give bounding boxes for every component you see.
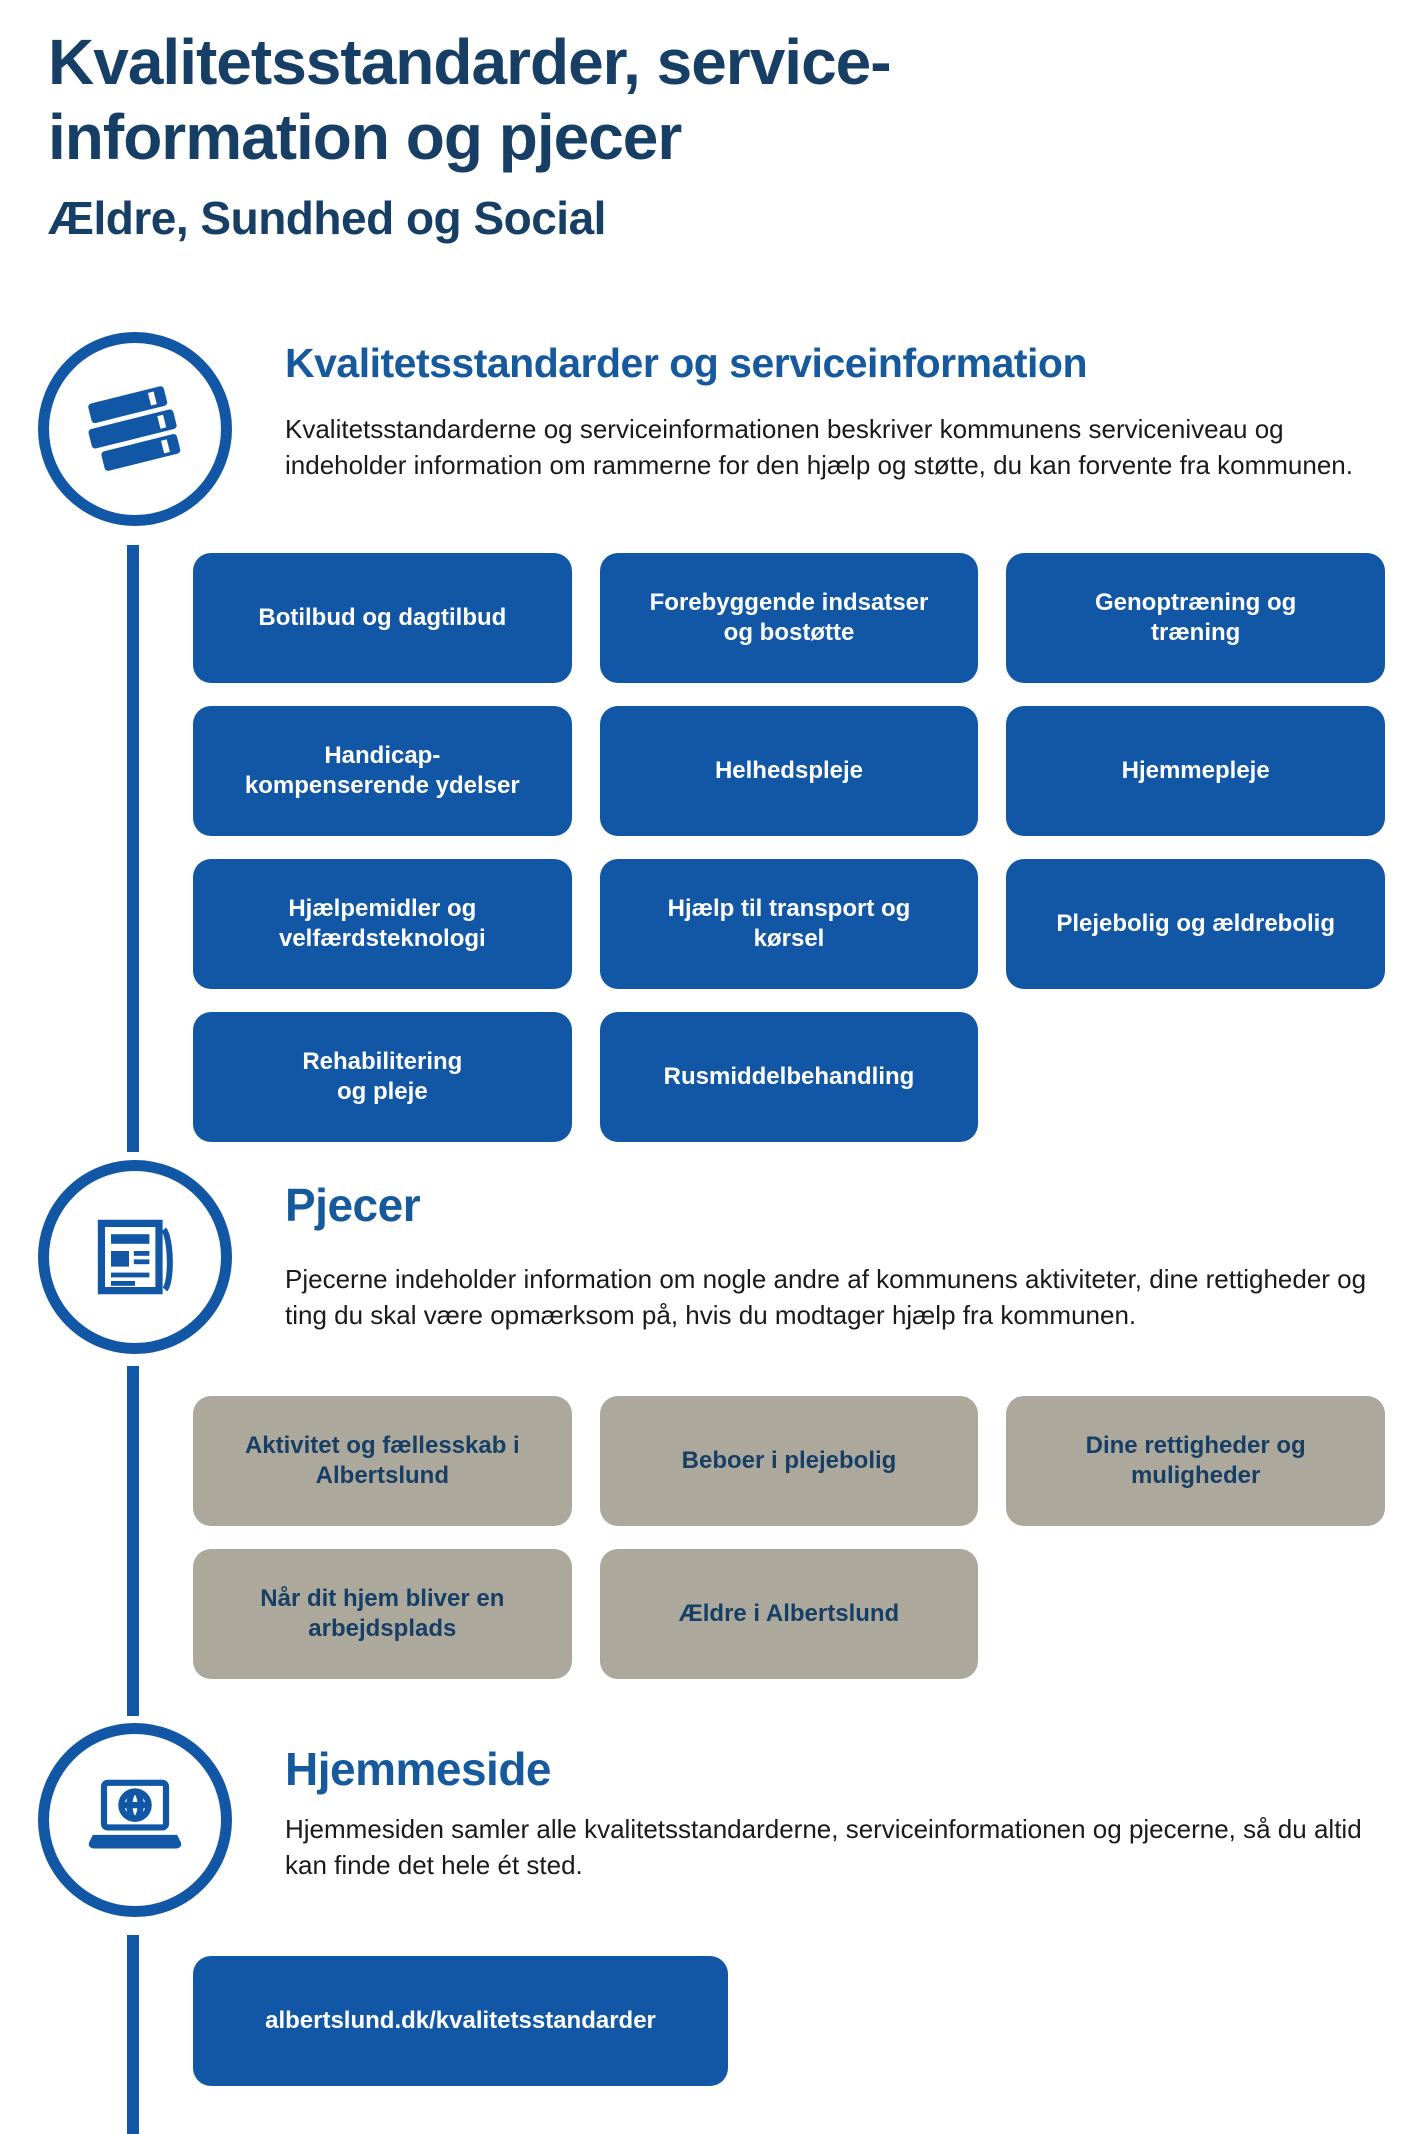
website-heading: Hjemmeside xyxy=(285,1743,552,1795)
standard-tile-rehabilitering[interactable]: Rehabilitering og pleje xyxy=(193,1012,572,1142)
pjece-tile-aktivitet[interactable]: Aktivitet og fællesskab i Albertslund xyxy=(193,1396,572,1526)
timeline-connector-3 xyxy=(127,1935,139,2134)
books-icon xyxy=(88,386,181,471)
pjece-tile-arbejdsplads[interactable]: Når dit hjem bliver en arbejdsplads xyxy=(193,1549,572,1679)
standard-tile-genoptraening[interactable]: Genoptræning og træning xyxy=(1006,553,1385,683)
standard-tile-rusmiddel[interactable]: Rusmiddelbehandling xyxy=(599,1012,979,1142)
standard-tile-botilbud[interactable]: Botilbud og dagtilbud xyxy=(193,553,572,683)
standards-heading: Kvalitetsstandarder og serviceinformatio… xyxy=(285,340,1088,386)
pjecer-grid: Aktivitet og fællesskab i Albertslund Be… xyxy=(193,1396,1385,1679)
standard-tile-hjaelpemidler[interactable]: Hjælpemidler og velfærdsteknologi xyxy=(193,859,572,989)
pjecer-description: Pjecerne indeholder information om nogle… xyxy=(285,1264,1367,1330)
pjece-tile-rettigheder[interactable]: Dine rettigheder og muligheder xyxy=(1006,1396,1385,1526)
standard-tile-forebyggende[interactable]: Forebyggende indsatser og bostøtte xyxy=(599,553,979,683)
standard-tile-hjemmepleje[interactable]: Hjemmepleje xyxy=(1006,706,1385,836)
page-title-line-1: Kvalitetsstandarder, service- xyxy=(48,26,892,98)
pjecer-heading: Pjecer xyxy=(285,1179,421,1231)
timeline-connector-2 xyxy=(127,1366,139,1716)
page-title: Kvalitetsstandarder, service- informatio… xyxy=(48,25,1368,175)
timeline-connector-1 xyxy=(127,545,139,1152)
standards-icon-circle xyxy=(38,332,232,526)
pjece-tile-beboer[interactable]: Beboer i plejebolig xyxy=(599,1396,979,1526)
newspaper-icon xyxy=(97,1219,173,1295)
standard-tile-plejebolig[interactable]: Plejebolig og ældrebolig xyxy=(1006,859,1385,989)
standard-tile-handicap[interactable]: Handicap- kompenserende ydelser xyxy=(193,706,572,836)
laptop-globe-icon xyxy=(88,1779,182,1849)
pjece-tile-aeldre[interactable]: Ældre i Albertslund xyxy=(599,1549,979,1679)
website-icon-circle xyxy=(38,1723,232,1917)
website-description: Hjemmesiden samler alle kvalitetsstandar… xyxy=(285,1814,1362,1880)
standards-grid: Botilbud og dagtilbud Forebyggende indsa… xyxy=(193,553,1385,1142)
standards-description: Kvalitetsstandarderne og serviceinformat… xyxy=(285,414,1353,480)
standard-tile-transport[interactable]: Hjælp til transport og kørsel xyxy=(599,859,979,989)
page-header: Kvalitetsstandarder, service- informatio… xyxy=(48,25,1368,245)
page-subtitle: Ældre, Sundhed og Social xyxy=(48,191,606,244)
page-title-line-2: information og pjecer xyxy=(48,100,682,173)
standard-tile-helhedspleje[interactable]: Helhedspleje xyxy=(599,706,979,836)
website-link-button[interactable]: albertslund.dk/kvalitetsstandarder xyxy=(193,1956,728,2086)
pjecer-icon-circle xyxy=(38,1160,232,1354)
